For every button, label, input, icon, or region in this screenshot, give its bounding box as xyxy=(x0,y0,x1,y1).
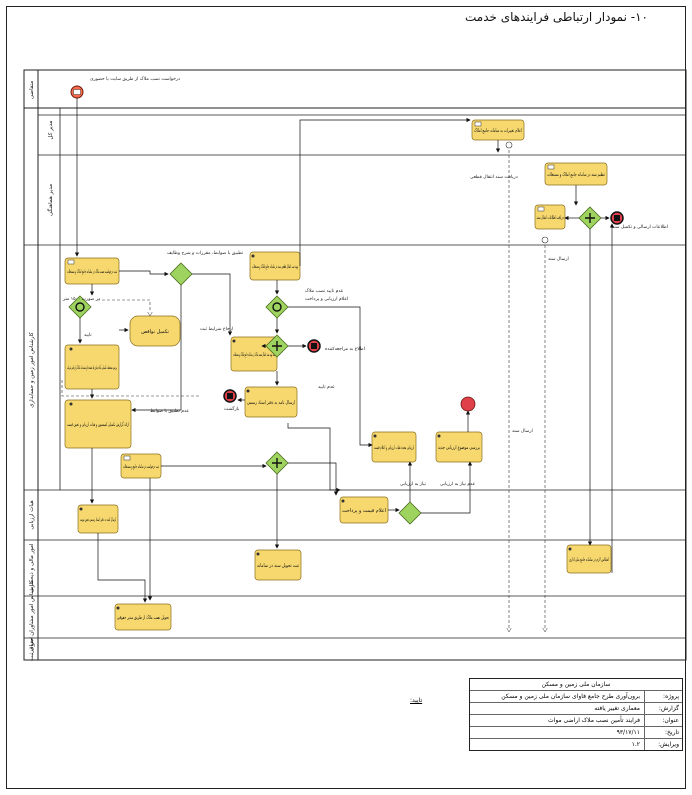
task-boxes xyxy=(64,119,612,631)
task-final-label: تنظیم سند در سامانه جامع املاک و مستغلات xyxy=(547,171,605,178)
sign-label: تایید: xyxy=(410,697,423,704)
footer-value: ۹۳/۱۷/۱۱ xyxy=(616,729,640,736)
task-correct xyxy=(129,315,181,347)
task-report-send-label: ارسال نامه به دفتر اسناد رسمی xyxy=(247,400,295,406)
footer-value: ۱.۲ xyxy=(631,741,640,748)
note-16: در صورت ۱۵۰۰ متر xyxy=(62,297,100,302)
lane-label-3: مدیر هماهنگی xyxy=(47,184,54,216)
end-event-3 xyxy=(460,396,476,412)
task-last-pay xyxy=(114,603,172,631)
footer-row-version: ویرایش: ۱.۲ xyxy=(470,738,682,750)
task-doc-send xyxy=(254,549,302,581)
lane-label-8: اجرای ثبت xyxy=(29,636,35,661)
note-3: ارجاع شرایط ثبت xyxy=(200,327,233,332)
note-11: نیاز به ارزیابی xyxy=(400,482,426,487)
note-5: تایید xyxy=(84,333,92,338)
footer-key: عنوان: xyxy=(644,715,682,726)
lane-label-1: متقاضی xyxy=(29,81,35,99)
gateway-1 xyxy=(169,262,193,286)
note-12: عدم نیاز به ارزیابی xyxy=(440,482,475,487)
task-calc-label: ثبت تهیه سند انتقال نصب ملاک در سامانه ج… xyxy=(233,351,275,358)
task-revision-eval-label: ارزیابی مجدد هیات ارزیابی و اعلام قیمت xyxy=(374,445,414,451)
footer-key: تاریخ: xyxy=(644,727,682,738)
footer-key: پروژه: xyxy=(644,691,682,702)
gateway-7 xyxy=(398,501,422,525)
footer-value: برون‌آوری طرح جامع فاوای سازمان ملی زمین… xyxy=(501,693,640,700)
task-correct-label: تکمیل نواقص xyxy=(141,329,169,335)
gateway-3 xyxy=(265,295,289,319)
note-1: تطبیق با ضوابط، مقررات و شرح وظایف xyxy=(167,251,244,256)
task-register-sys-label: ثبت درخواست در سامانه جامع و مستغلات xyxy=(123,464,159,470)
note-8: اطلاع به مراجعه‌کننده xyxy=(325,346,365,352)
page-title: ۱۰- نمودار ارتباطی فرایندهای خدمت xyxy=(465,10,648,24)
task-review-file-label: ثبت درخواست نصب ملاک در سامانه جامع املا… xyxy=(67,268,117,275)
task-pay-fin-label: اعلام قیمت و پرداخت xyxy=(342,508,386,514)
task-committee xyxy=(64,399,132,449)
note-15: اطلاعات ارسالی و تکمیل سند xyxy=(612,224,668,230)
task-receive-label: دریافت اطلاعات انتقال سند xyxy=(537,215,564,221)
footer-key: گزارش: xyxy=(644,703,682,714)
footer-row-project: پروژه: برون‌آوری طرح جامع فاوای سازمان مل… xyxy=(470,690,682,702)
note-13: ارسال سند xyxy=(512,429,533,434)
note-2: عدم تطبیق با ضوابط xyxy=(150,409,189,414)
start-note: درخواست نصب ملاک از طریق سایت یا حضوری xyxy=(90,76,180,82)
task-last-report-label: انعکاس لازم در سامانه جامع ملی اداری xyxy=(569,557,609,563)
footer-value: معماری تغییر یافته xyxy=(594,705,640,712)
note-9: دریافت سند انتقال قطعی xyxy=(470,175,518,180)
task-doc-send-label: ثبت تحویل سند در سامانه xyxy=(257,563,299,569)
note-14: ارسال سند xyxy=(548,257,569,262)
note-6: بازگشت xyxy=(224,405,239,412)
note-4: عدم تایید xyxy=(318,385,335,390)
lane-label-5: هیات ارزیابی xyxy=(29,500,35,529)
task-report-send xyxy=(244,386,298,418)
note-10: اعلام ارزیابی و پرداخت xyxy=(305,297,348,302)
task-last-pay-label: تحویل نصب ملاک از طریق مدیر حقوقی xyxy=(117,614,169,621)
task-announce-label: اعلام تغییرات به سامانه جامع املاک xyxy=(474,127,522,134)
footer-table: سازمان ملی زمین و مسکن پروژه: برون‌آوری ط… xyxy=(469,678,683,751)
footer-key: ویرایش: xyxy=(644,739,682,750)
footer-header-text: سازمان ملی زمین و مسکن xyxy=(541,681,611,688)
lane-label-4: کارشناس امور زمین و حسابداری xyxy=(28,332,35,408)
task-market-price-label: بررسی موضوع ارزیابی جدید xyxy=(438,445,480,451)
task-market-price xyxy=(435,431,483,463)
lane-label-2: مدیر کل xyxy=(47,120,54,139)
task-committee-label: ارائه گزارش تکمیلی کمیسیون و هیات ارزیاب… xyxy=(67,421,129,428)
lane-label-6: امور مالی و ذیحسابی xyxy=(29,543,35,592)
task-check-docs-label: بررسی مشخصات تکمیلی، آماده سازی ها، نقشه… xyxy=(67,364,117,371)
footer-row-date: تاریخ: ۹۳/۱۷/۱۱ xyxy=(470,726,682,738)
task-approve-price-label: تهیه ثبت انتقال قطعی سند در سامانه جامع … xyxy=(252,263,298,270)
footer-row-title: عنوان: فرایند تأمین نصب ملاک اراضی موات xyxy=(470,714,682,726)
note-7: عدم تایید نصب ملاک xyxy=(305,288,344,294)
footer-header: سازمان ملی زمین و مسکن xyxy=(470,679,682,690)
footer-row-report: گزارش: معماری تغییر یافته xyxy=(470,702,682,714)
footer-value: فرایند تأمین نصب ملاک اراضی موات xyxy=(548,717,640,724)
task-tender-label: ارسال نامه به دفتر اسناد رسمی تعیین نوبت xyxy=(80,517,116,523)
lane-label-7: کارشناس امور مشاوران حقوقی xyxy=(28,580,35,654)
